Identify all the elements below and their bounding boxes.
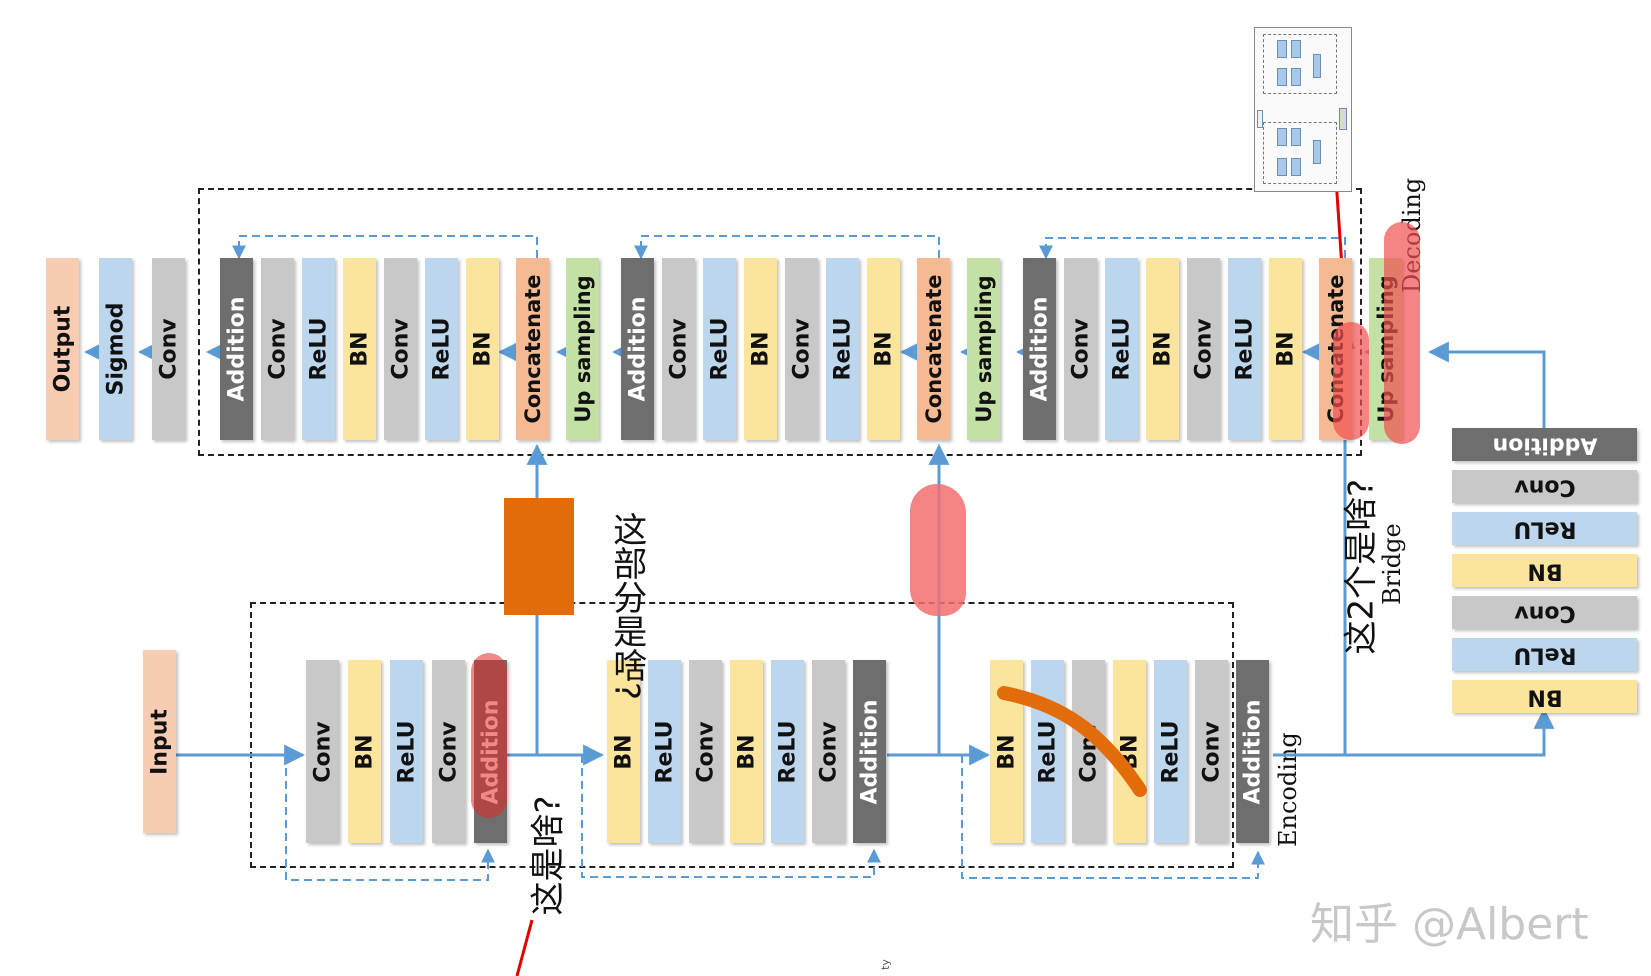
input-block: Input — [143, 650, 176, 833]
addition-block: Addition — [1452, 428, 1637, 461]
bn-block: BN — [1146, 258, 1179, 440]
conv-block: Conv — [1064, 258, 1097, 440]
conv-block: Conv — [384, 258, 417, 440]
conv-block: Conv — [1195, 660, 1228, 843]
relu-block: ReLU — [425, 258, 458, 440]
arrow-bridge-to-decoder — [1427, 341, 1546, 428]
bn-block: BN — [607, 660, 640, 843]
red-arrow-bottom — [515, 919, 534, 976]
note-this-part: 这部分是啥? — [606, 512, 647, 701]
conv-block: Conv — [432, 660, 465, 843]
up-sampling-block: Up sampling — [566, 258, 599, 440]
note-this-what: 这是啥? — [528, 795, 569, 916]
conv-block: Conv — [261, 258, 294, 440]
relu-block: ReLU — [703, 258, 736, 440]
up-sampling-block: Up sampling — [967, 258, 1000, 440]
addition-block: Addition — [1236, 660, 1269, 843]
addition-block: Addition — [853, 660, 886, 843]
bn-block: BN — [1269, 258, 1302, 440]
concatenate-block: Concatenate — [917, 258, 950, 440]
relu-block: ReLU — [648, 660, 681, 843]
highlight-concatenate — [1333, 322, 1369, 440]
concatenate-block: Concatenate — [516, 258, 549, 440]
conv-block: Conv — [1452, 596, 1637, 629]
sigmod-block: Sigmod — [99, 258, 132, 440]
addition-block: Addition — [621, 258, 654, 440]
relu-block: ReLU — [1228, 258, 1261, 440]
conv-block: Conv — [1452, 470, 1637, 503]
relu-block: ReLU — [771, 660, 804, 843]
bn-block: BN — [1452, 554, 1637, 587]
orange-box — [504, 498, 574, 615]
relu-block: ReLU — [1452, 638, 1637, 671]
watermark: 知乎 @Albert — [1310, 899, 1589, 950]
arrow-enc3-to-bridge — [1273, 707, 1555, 757]
bn-block: BN — [730, 660, 763, 843]
output-block: Output — [46, 258, 79, 440]
addition-block: Addition — [220, 258, 253, 440]
architecture-thumbnail — [1254, 27, 1352, 192]
highlight-addition — [471, 653, 507, 818]
conv-block: Conv — [812, 660, 845, 843]
relu-block: ReLU — [1031, 660, 1064, 843]
encoding-frame — [250, 602, 1234, 868]
stray-text: ty — [878, 959, 892, 970]
highlight-upsampling — [1384, 222, 1420, 444]
bn-block: BN — [348, 660, 381, 843]
relu-block: ReLU — [1105, 258, 1138, 440]
relu-block: ReLU — [390, 660, 423, 843]
conv-block: Conv — [662, 258, 695, 440]
bn-block: BN — [867, 258, 900, 440]
bn-block: BN — [466, 258, 499, 440]
note-these-two: 这2个是啥? — [1341, 478, 1382, 655]
conv-block: Conv — [785, 258, 818, 440]
conv-block: Conv — [689, 660, 722, 843]
decoding-frame — [198, 188, 1362, 456]
conv-block: Conv — [1072, 660, 1105, 843]
bn-block: BN — [1452, 680, 1637, 713]
addition-block: Addition — [1023, 258, 1056, 440]
relu-block: ReLU — [1154, 660, 1187, 843]
relu-block: ReLU — [302, 258, 335, 440]
bn-block: BN — [744, 258, 777, 440]
conv-block: Conv — [1187, 258, 1220, 440]
bn-block: BN — [343, 258, 376, 440]
relu-block: ReLU — [1452, 512, 1637, 545]
highlight-blob — [910, 484, 966, 616]
conv-block: Conv — [152, 258, 185, 440]
relu-block: ReLU — [826, 258, 859, 440]
conv-block: Conv — [306, 660, 339, 843]
